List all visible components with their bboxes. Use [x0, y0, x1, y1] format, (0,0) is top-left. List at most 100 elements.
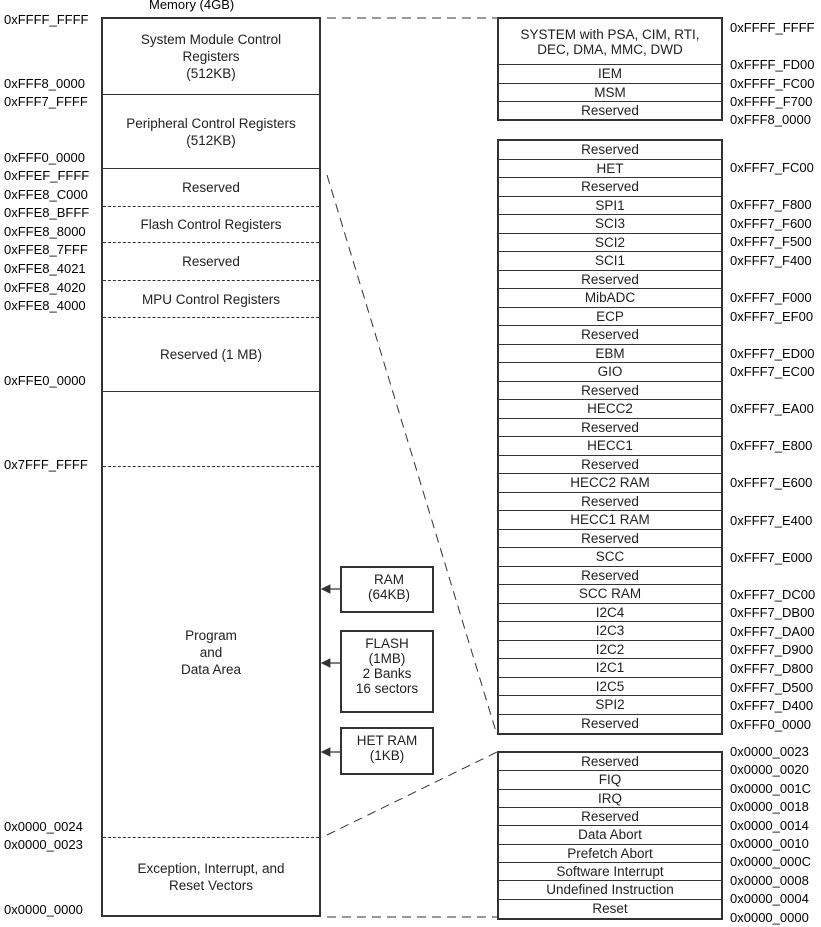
region-mpu-control-registers: MPU Control Registers	[103, 281, 319, 317]
address-label: 0xFFF7_EF00	[730, 309, 814, 324]
region-label: Reserved	[182, 180, 240, 195]
map-row: SPI1	[499, 197, 721, 215]
map-row: Reserved	[499, 753, 721, 772]
map-row: HECC2 RAM	[499, 474, 721, 493]
address-label: 0xFFF7_EA00	[730, 401, 814, 416]
map-row-label: SPI2	[595, 697, 625, 713]
region-program-and-data-area: Program and Data Area	[103, 467, 319, 837]
address-label: 0x0000_0010	[730, 836, 809, 851]
address-label: 0x0000_0014	[730, 817, 809, 833]
address-label: 0xFFF7_D500	[730, 680, 814, 695]
address-label: 0x0000_000C	[730, 854, 811, 870]
map-row-label: IEM	[597, 66, 622, 82]
address-label: 0xFFF7_ED00	[730, 346, 815, 361]
map-row-label: SCI1	[594, 253, 625, 269]
divider	[103, 242, 319, 243]
address-label: 0xFFF7_E000	[730, 550, 813, 565]
map-row-label: Reserved	[581, 567, 639, 583]
map-row: MSM	[499, 84, 721, 102]
map-row: HECC2	[499, 400, 721, 419]
region-label: Reserved (1 MB)	[159, 347, 263, 362]
map-row: Reserved	[499, 102, 721, 119]
main-memory-map: System Module Control Registers (512KB) …	[101, 17, 321, 917]
address-label: 0xFFE8_7FFF	[4, 242, 88, 257]
address-label: 0xFFF7_F800	[730, 197, 812, 212]
map-row: MibADC	[499, 289, 721, 308]
map-row-label: Reserved	[581, 103, 639, 118]
ram-block-label: RAM (64KB)	[367, 572, 411, 602]
map-row-label: MSM	[594, 84, 626, 100]
map-row-label: HECC1 RAM	[570, 512, 650, 528]
map-row-label: FIQ	[598, 772, 622, 788]
map-row: Reserved	[499, 382, 721, 400]
address-label: 0xFFF0_0000	[730, 717, 811, 732]
map-row-label: I2C2	[595, 641, 625, 657]
map-row-label: Software Interrupt	[556, 864, 664, 880]
map-row-label: I2C1	[595, 660, 625, 676]
divider	[103, 280, 319, 281]
address-label: 0xFFFF_FC00	[730, 76, 815, 91]
divider	[103, 391, 319, 392]
map-row: Reset	[499, 900, 721, 918]
map-row-label: GIO	[597, 364, 623, 380]
map-row-label: HECC2 RAM	[570, 475, 650, 491]
map-row-label: Reserved	[581, 419, 639, 435]
address-label: 0x0000_001C	[730, 780, 811, 796]
map-row: Reserved	[499, 715, 721, 734]
map-row-label: ECP	[596, 308, 624, 324]
map-row-label: Reserved	[581, 179, 639, 195]
ram-block: RAM (64KB)	[340, 566, 434, 613]
address-label: 0xFFF0_0000	[4, 150, 85, 165]
divider	[103, 317, 319, 318]
address-label: 0xFFF7_DC00	[730, 587, 816, 602]
address-label: 0xFFF7_F600	[730, 216, 812, 231]
address-label: 0xFFF7_D400	[730, 698, 814, 713]
memory-map-title: Memory (4GB)	[149, 0, 235, 12]
map-row-label: Reserved	[581, 493, 639, 509]
map-row: Reserved	[499, 808, 721, 827]
map-row-label: Reserved	[581, 382, 639, 398]
map-row-label: I2C5	[595, 678, 625, 694]
region-flash-control-registers: Flash Control Registers	[103, 207, 319, 242]
map-row-label: SCC RAM	[578, 586, 642, 602]
region-reserved: Reserved	[103, 243, 319, 280]
address-label: 0xFFF7_FC00	[730, 160, 814, 175]
address-label: 0x0000_0023	[730, 744, 809, 759]
map-row-label: Reserved	[581, 809, 639, 825]
map-row: I2C3	[499, 622, 721, 641]
address-label: 0xFFF7_DA00	[730, 624, 815, 639]
address-label: 0xFFF7_D800	[730, 661, 814, 676]
region-label: System Module Control Registers (512KB)	[140, 32, 282, 81]
address-label: 0xFFFF_FD00	[730, 57, 815, 72]
map-row-label: SCI2	[594, 234, 625, 250]
map-row-label: Reserved	[581, 271, 639, 287]
divider	[103, 168, 319, 169]
map-row: Reserved	[499, 456, 721, 474]
address-label: 0xFFE8_4020	[4, 280, 86, 295]
map-row-label: SCC	[595, 549, 625, 565]
address-label: 0xFFF7_DB00	[730, 605, 815, 620]
map-row: I2C5	[499, 678, 721, 696]
map-row-label: EBM	[595, 345, 625, 361]
region-system-module-control-registers: System Module Control Registers (512KB)	[103, 19, 319, 94]
address-label: 0x0000_0004	[730, 891, 809, 907]
address-label: 0x0000_0024	[4, 819, 83, 834]
address-label: 0xFFFF_F700	[730, 94, 813, 109]
map-row-label: I2C3	[595, 623, 625, 639]
map-row-label: Data Abort	[578, 827, 642, 843]
map-row: Undefined Instruction	[499, 881, 721, 900]
map-row-label: Prefetch Abort	[567, 845, 653, 861]
region-label: Peripheral Control Registers (512KB)	[126, 115, 296, 148]
address-label: 0xFFE8_BFFF	[4, 205, 90, 220]
divider	[103, 837, 319, 838]
het-ram-block-label: HET RAM (1KB)	[356, 733, 418, 763]
map-row-label: HECC2	[587, 401, 633, 417]
region-exception-interrupt-reset-vectors: Exception, Interrupt, and Reset Vectors	[103, 838, 319, 915]
address-label: 0xFFF7_F400	[730, 253, 812, 268]
address-label: 0xFFF7_E400	[730, 513, 813, 528]
map-row: Reserved	[499, 326, 721, 345]
map-row: Reserved	[499, 530, 721, 548]
map-row-label: Reserved	[581, 716, 639, 732]
